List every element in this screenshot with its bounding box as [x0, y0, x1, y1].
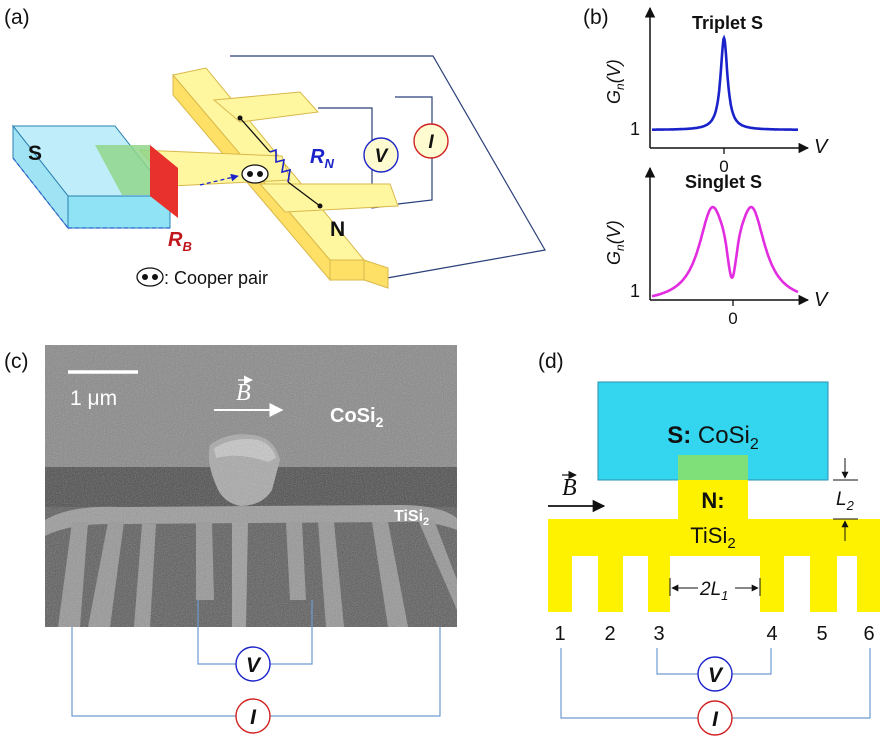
lead-5: 5 [816, 623, 827, 645]
triplet-xlabel: V [814, 136, 829, 158]
cooper-pair-legend: : Cooper pair [136, 267, 268, 288]
l2-dimension: L2 [833, 458, 858, 541]
l1-dimension: 2L1 [669, 578, 761, 603]
interface-barrier [150, 145, 178, 218]
panel-a-label: (a) [4, 6, 30, 29]
svg-text:I: I [712, 708, 719, 731]
singlet-title: Singlet S [685, 172, 762, 192]
panel-d-wiring [560, 648, 871, 719]
n-metal [138, 67, 399, 289]
lead-1: 1 [554, 623, 565, 645]
n-label: N [330, 218, 345, 241]
panel-d: (d) S: CoSi2 N: TiSi2 B L2 2L [538, 350, 880, 736]
ammeter-a: I [413, 123, 449, 159]
voltmeter-d: V [697, 656, 733, 692]
panel-c: (c) 1 [4, 345, 457, 734]
svg-text:V: V [708, 664, 724, 687]
panel-a: (a) S [4, 6, 546, 289]
field-arrow-d: B [548, 470, 606, 513]
cosi2-label: CoSi2 [330, 405, 384, 430]
cooper-pair-icon [241, 164, 269, 184]
n-metal-d [548, 455, 880, 612]
rn-resistor [237, 115, 323, 209]
interface-d [678, 455, 748, 480]
scale-bar-label: 1 μm [70, 387, 117, 410]
rn-label: RN [310, 146, 334, 171]
triplet-title: Triplet S [692, 13, 763, 33]
svg-text:I: I [250, 706, 257, 729]
rb-label: RB [168, 229, 192, 254]
lead-3: 3 [653, 623, 664, 645]
svg-text:L2: L2 [836, 489, 855, 513]
lead-2: 2 [604, 623, 615, 645]
svg-text:B: B [562, 475, 577, 501]
ammeter-c: I [235, 698, 271, 734]
singlet-xtick: 0 [728, 309, 737, 328]
panel-c-label: (c) [4, 350, 29, 373]
singlet-ylabel: Gn(V) [604, 220, 627, 265]
voltmeter-a: V [363, 137, 399, 173]
field-arrow-c: B [214, 375, 284, 417]
triplet-ylabel: Gn(V) [604, 59, 627, 104]
tisi2-label: TiSi2 [394, 508, 429, 528]
svg-text:2L1: 2L1 [699, 579, 728, 603]
lead-6: 6 [863, 623, 874, 645]
voltmeter-c: V [235, 646, 271, 682]
singlet-ytick: 1 [630, 281, 640, 301]
panel-d-label: (d) [538, 350, 564, 373]
s-label: S [28, 142, 42, 165]
triplet-xtick: 0 [719, 157, 728, 176]
sem-image [45, 345, 457, 627]
singlet-xlabel: V [814, 289, 829, 311]
svg-text:I: I [428, 132, 434, 153]
singlet-curve [651, 205, 799, 298]
ammeter-d: I [697, 700, 733, 736]
lead-4: 4 [766, 623, 777, 645]
panel-b: (b) Triplet S 1 0 V Gn(V) Singlet S 1 0 … [583, 6, 829, 328]
plot-singlet: Singlet S 1 0 V Gn(V) [604, 166, 829, 328]
plot-triplet: Triplet S 1 0 V Gn(V) [604, 6, 829, 176]
panel-c-wiring [71, 600, 441, 717]
tisi2-label-d: TiSi2 [690, 523, 735, 552]
triplet-curve [652, 34, 798, 131]
triplet-ytick: 1 [630, 119, 640, 139]
n-label-d: N: [701, 488, 724, 513]
svg-text:: Cooper pair: : Cooper pair [164, 268, 268, 288]
svg-text:V: V [375, 146, 389, 167]
panel-b-label: (b) [583, 6, 609, 29]
s-label-d: S: CoSi2 [667, 422, 759, 453]
svg-text:B: B [236, 380, 251, 406]
svg-text:V: V [246, 654, 262, 677]
panel-a-wiring [230, 55, 546, 279]
